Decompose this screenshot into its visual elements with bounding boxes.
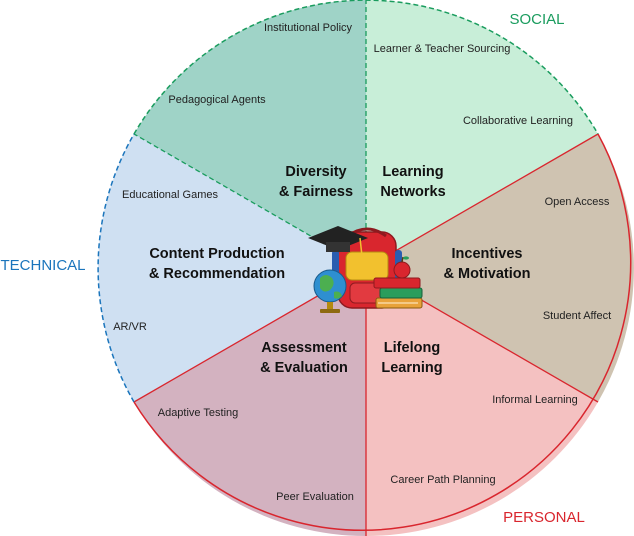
title-diversity-line2: & Fairness bbox=[279, 184, 353, 200]
backpack-books-graduation-cap-globe-apple-icon bbox=[308, 226, 423, 313]
rim-technical bbox=[97, 133, 135, 403]
rim-personal bbox=[133, 133, 632, 531]
sector-lifelong-learning bbox=[366, 268, 598, 536]
item-open-access: Open Access bbox=[545, 196, 610, 208]
item-informal-learning: Informal Learning bbox=[492, 394, 578, 406]
sector-content-recommendation bbox=[98, 134, 367, 402]
title-lifelong-line1: Lifelong bbox=[384, 340, 440, 356]
title-diversity-line1: Diversity bbox=[285, 164, 346, 180]
item-student-affect: Student Affect bbox=[543, 310, 611, 322]
sector-incentives-motivation bbox=[366, 134, 634, 402]
title-incentives-line2: & Motivation bbox=[444, 266, 531, 282]
category-technical: TECHNICAL bbox=[0, 257, 85, 274]
title-incentives-line1: Incentives bbox=[452, 246, 523, 262]
title-content-line2: & Recommendation bbox=[149, 266, 285, 282]
item-collaborative-learning: Collaborative Learning bbox=[463, 115, 573, 127]
sector-diversity-fairness bbox=[134, 0, 366, 268]
item-pedagogical-agents: Pedagogical Agents bbox=[168, 94, 266, 106]
title-assessment-line1: Assessment bbox=[261, 340, 347, 356]
rim-social bbox=[133, 0, 599, 135]
item-institutional-policy: Institutional Policy bbox=[264, 22, 353, 34]
title-assessment-line2: & Evaluation bbox=[260, 360, 348, 376]
sector-learning-networks bbox=[366, 0, 598, 268]
category-personal: PERSONAL bbox=[503, 509, 585, 526]
divider-incentives bbox=[365, 133, 599, 269]
title-content-line1: Content Production bbox=[149, 246, 284, 262]
title-networks-line1: Learning bbox=[382, 164, 443, 180]
item-peer-evaluation: Peer Evaluation bbox=[276, 491, 354, 503]
category-social: SOCIAL bbox=[509, 11, 564, 28]
title-lifelong-line2: Learning bbox=[381, 360, 442, 376]
item-career-path-planning: Career Path Planning bbox=[390, 474, 495, 486]
item-ar-vr: AR/VR bbox=[113, 321, 147, 333]
item-adaptive-testing: Adaptive Testing bbox=[158, 407, 239, 419]
item-learner-teacher-sourcing: Learner & Teacher Sourcing bbox=[374, 43, 511, 55]
item-educational-games: Educational Games bbox=[122, 189, 218, 201]
title-networks-line2: Networks bbox=[380, 184, 445, 200]
